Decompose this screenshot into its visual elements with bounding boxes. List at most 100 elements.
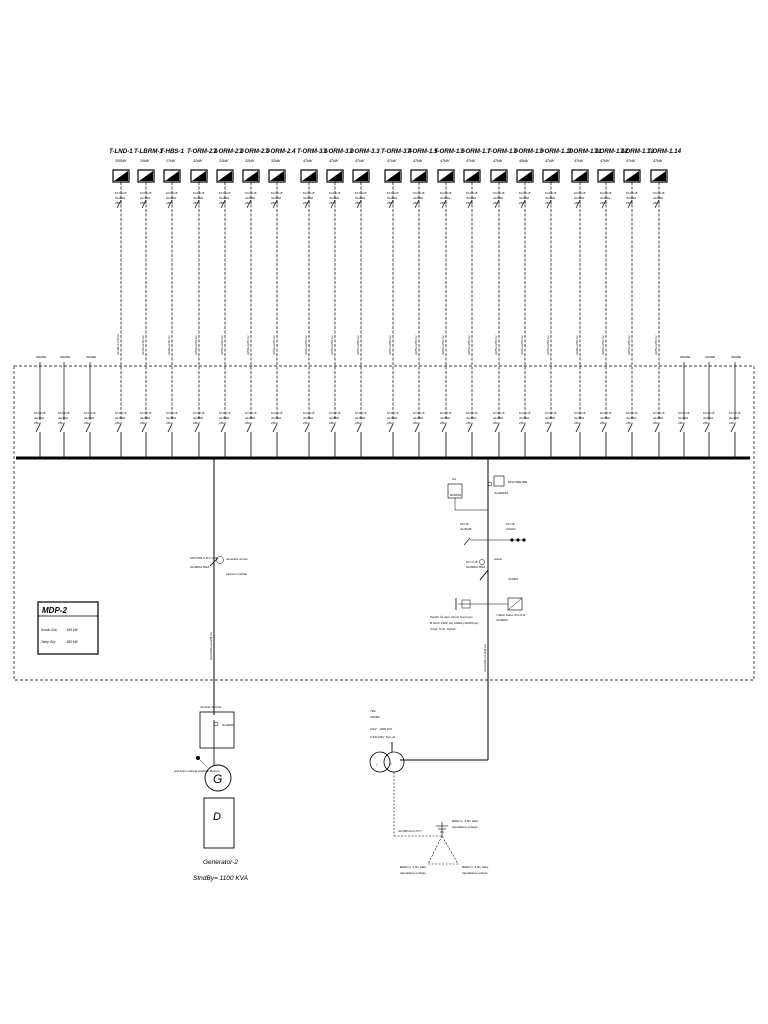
sub-breaker-ka: 25kA: [599, 201, 607, 205]
sub-breaker-ka: 25kA: [192, 201, 200, 205]
sub-breaker-ka: 25kA: [652, 201, 660, 205]
feeder-breaker-contact: [220, 423, 226, 433]
feeder-t-orm-1.8: T-ORM-1.847kWM.C.C.B3x100A25kA4x95+1x50 …: [487, 148, 518, 458]
earth-rod-b-2: topraklama çubuğu: [400, 871, 426, 875]
sub-breaker-rating: 3x100A: [493, 196, 503, 200]
feeder-power: 47kW: [355, 159, 365, 163]
spare-breaker-rating: 3x100A: [34, 416, 44, 420]
feeder-name: T-ORM-1.11: [568, 148, 602, 155]
emergency-button-icon: [196, 756, 200, 760]
feeder-breaker-rating: 3x100A: [355, 416, 365, 420]
protection-label: Parafu Üç Aşın Akımlı Korunucu: [430, 615, 473, 619]
incomer-mccb-label: M.C.C.B: [466, 560, 477, 564]
feeder-t-orm-1.6: T-ORM-1.647kWM.C.C.B3x100A25kA4x95+1x50 …: [434, 148, 465, 458]
feeder-breaker-type: M.C.C.B: [493, 411, 504, 415]
demand-power-value: : 850 kW: [65, 640, 79, 644]
sub-breaker-ka: 25kA: [165, 201, 173, 205]
feeder-breaker-ka: 25kA: [218, 421, 226, 425]
feeder-t-orm-2.1: T-ORM-2.132kWM.C.C.B3x100A25kA4x50+1x25 …: [187, 148, 218, 458]
sub-breaker-contact: [356, 199, 362, 209]
feeder-breaker-contact: [520, 423, 526, 433]
feeder-breaker-rating: 3x100A: [653, 416, 663, 420]
sub-breaker-contact: [654, 199, 660, 209]
feeder-cable-label: 4x25+1x16 Cu: [167, 335, 171, 355]
feeder-cable-label: 4x95+1x50 Cu: [601, 335, 605, 355]
spare-breaker-rating: 3x100A: [678, 416, 688, 420]
feeder-name: T-ORM-2.4: [265, 148, 296, 155]
sub-breaker-rating: 3x100A: [271, 196, 281, 200]
generator-status-label: Jeneratör durum: [226, 557, 249, 561]
sub-breaker-ka: 25kA: [218, 201, 226, 205]
feeder-breaker-ka: 25kA: [139, 421, 147, 425]
surge-arrester-icon: [461, 599, 471, 609]
multimeter-icon: [493, 475, 505, 487]
spare-breaker-contact: [679, 423, 685, 433]
feeder-name: T-HBS-1: [160, 148, 185, 155]
feeder-breaker-type: M.C.C.B: [193, 411, 204, 415]
spare-label: SPARE: [86, 355, 97, 359]
feeder-breaker-ka: 25kA: [518, 421, 526, 425]
feeder-t-orm-3.3: T-ORM-3.347kWM.C.C.B3x100A25kA4x95+1x50 …: [349, 148, 380, 458]
feeder-breaker-contact: [575, 423, 581, 433]
sub-breaker-ka: 25kA: [492, 201, 500, 205]
roman-label: ROMAN: [450, 493, 462, 497]
feeder-t-lbrm-1: T-LBRM-110kWM.C.C.B3x100A25kA4x16+1x16 C…: [134, 148, 163, 458]
feeder-breaker-type: M.C.C.B: [115, 411, 126, 415]
sub-breaker-contact: [575, 199, 581, 209]
sub-breaker-contact: [141, 199, 147, 209]
feeder-breaker-rating: 3x100A: [574, 416, 584, 420]
distribution-board-fill: [114, 171, 128, 181]
feeder-power: 47kW: [440, 159, 450, 163]
feeder-breaker-rating: 3x100A: [493, 416, 503, 420]
feeder-breaker-contact: [441, 423, 447, 433]
distribution-board-fill: [218, 171, 232, 181]
sub-breaker-contact: [441, 199, 447, 209]
sub-breaker-rating: 3x100A: [166, 196, 176, 200]
sub-breaker-contact: [220, 199, 226, 209]
feeder-power: 47kW: [493, 159, 503, 163]
feeder-breaker-type: M.C.C.B: [329, 411, 340, 415]
spare-breaker-contact: [730, 423, 736, 433]
feeder-cable-label: 4x95+1x50 Cu: [546, 335, 550, 355]
distribution-board-fill: [386, 171, 400, 181]
feeder-breaker-rating: 3x100A: [413, 416, 423, 420]
feeder-breaker-contact: [141, 423, 147, 433]
sub-breaker-rating: 3x100A: [355, 196, 365, 200]
sub-breaker-ka: 25kA: [465, 201, 473, 205]
feeder-breaker-type: M.C.C.B: [653, 411, 664, 415]
feeder-breaker-contact: [167, 423, 173, 433]
sub-breaker-rating: 3x100A: [574, 196, 584, 200]
feeder-t-orm-3.1: T-ORM-3.147kWM.C.C.B3x100A25kA4x95+1x50 …: [297, 148, 328, 458]
feeder-power: 47kW: [600, 159, 610, 163]
feeder-cable-label: 4x95+1x50 Cu: [441, 335, 445, 355]
sub-breaker-ka: 25kA: [114, 201, 122, 205]
feeder-cable-label: 4x95+1x50 Cu: [414, 335, 418, 355]
feeder-cable-label: 4x95+1x50 Cu: [356, 335, 360, 355]
feeder-breaker-type: M.C.C.B: [600, 411, 611, 415]
feeder-breaker-contact: [246, 423, 252, 433]
distribution-board-fill: [270, 171, 284, 181]
sub-breaker-rating: 3x100A: [519, 196, 529, 200]
spare-breaker-type: M.C.C.B: [703, 411, 714, 415]
feeder-breaker-contact: [601, 423, 607, 433]
feeder-cable-label: 4x95+1x50 Cu: [330, 335, 334, 355]
feeder-breaker-contact: [467, 423, 473, 433]
mcb2-rating: 2x6A/C: [505, 527, 517, 531]
feeder-name: T-ORM-1.14: [647, 148, 682, 155]
feeder-power: 47kW: [413, 159, 423, 163]
aux-contact-label: yardımcı kontak: [225, 572, 248, 576]
sub-breaker-rating: 3x100A: [140, 196, 150, 200]
feeder-breaker-ka: 25kA: [412, 421, 420, 425]
sub-breaker-contact: [246, 199, 252, 209]
sub-breaker-contact: [520, 199, 526, 209]
distribution-board-fill: [544, 171, 558, 181]
sub-breaker-ka: 25kA: [573, 201, 581, 205]
incomer-branch: KA ROMAN MULTIMETRE 3x1600/5A M.C.B 3x16…: [369, 458, 528, 875]
feeder-breaker-rating: 3x100A: [271, 416, 281, 420]
feeder-breaker-ka: 25kA: [625, 421, 633, 425]
